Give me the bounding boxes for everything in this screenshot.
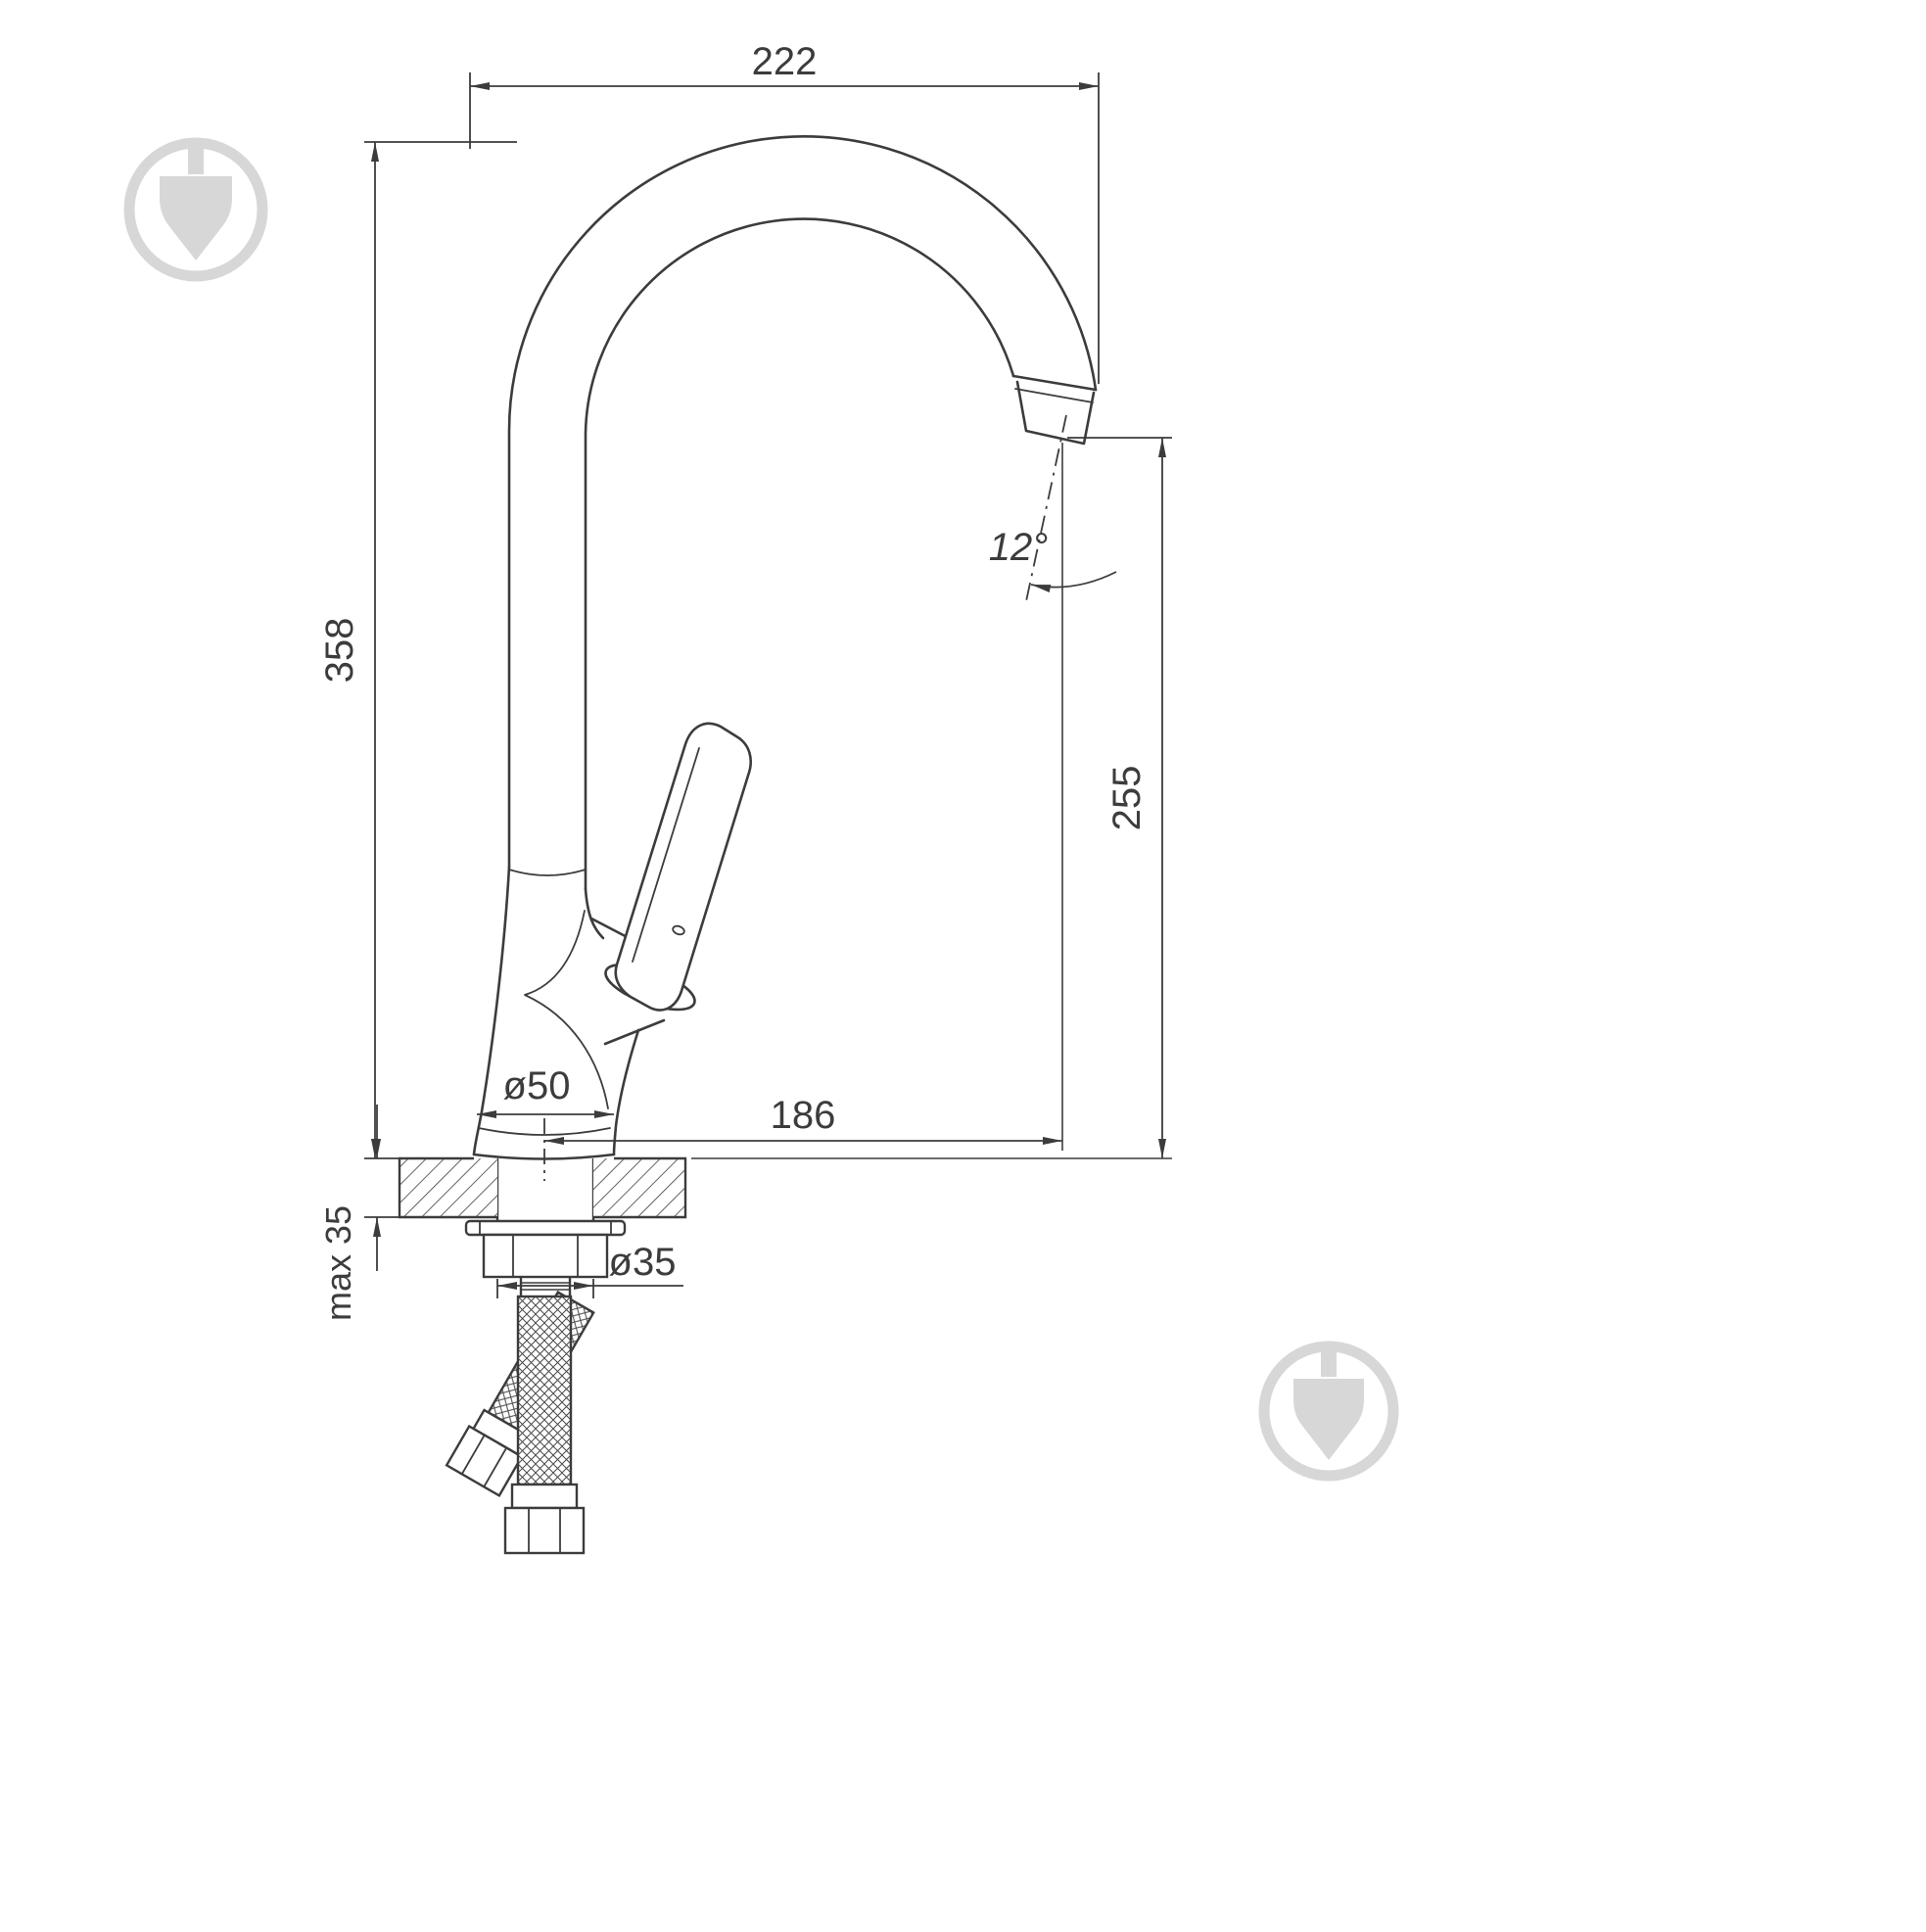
- dim-label-max-thickness: max 35: [318, 1205, 358, 1321]
- spout-inner-edge: [584, 217, 1015, 891]
- spout-aerator: [1015, 380, 1096, 446]
- handle-socket-bottom: [603, 1018, 666, 1046]
- mount-washer: [464, 1219, 627, 1237]
- countertop-section: [398, 1156, 687, 1219]
- dimension-labels: 222 358 255 186 ø50 ø35 max 35 12°: [318, 40, 1149, 1321]
- body-neck-seam: [508, 869, 587, 876]
- base-seam: [478, 1127, 611, 1136]
- dimension-lines: [364, 72, 1172, 1298]
- faucet-outline: [472, 135, 1098, 1160]
- handle-lever: [614, 722, 752, 1012]
- body-sculpt-line: [524, 910, 609, 1109]
- dim-label-base-diameter: ø50: [503, 1064, 571, 1107]
- dim-label-222: 222: [752, 40, 818, 83]
- dim-label-shank-diameter: ø35: [609, 1241, 677, 1284]
- spout-end-face: [1011, 374, 1098, 392]
- body-right-edge: [584, 887, 605, 940]
- angle-arc: [1030, 571, 1117, 593]
- handle-lever-seam: [632, 747, 700, 963]
- dim-label-186: 186: [771, 1094, 836, 1137]
- dim-label-358: 358: [318, 618, 361, 683]
- watermark-logo-top-left: [123, 137, 268, 282]
- body-left-edge: [472, 865, 511, 1156]
- spout-outer-edge: [507, 135, 1098, 869]
- spout-axis-centerline: [1025, 414, 1067, 602]
- dim-label-255: 255: [1105, 766, 1149, 831]
- spout-aerator-seam: [1014, 388, 1094, 403]
- dim-label-outlet-angle: 12°: [989, 526, 1049, 569]
- watermark-logo-bottom-right: [1258, 1341, 1399, 1482]
- body-lower-right-edge: [612, 1028, 640, 1156]
- supply-hose-vertical: [503, 1295, 586, 1555]
- mount-nut: [482, 1233, 609, 1279]
- handle-screw-hole: [672, 924, 685, 936]
